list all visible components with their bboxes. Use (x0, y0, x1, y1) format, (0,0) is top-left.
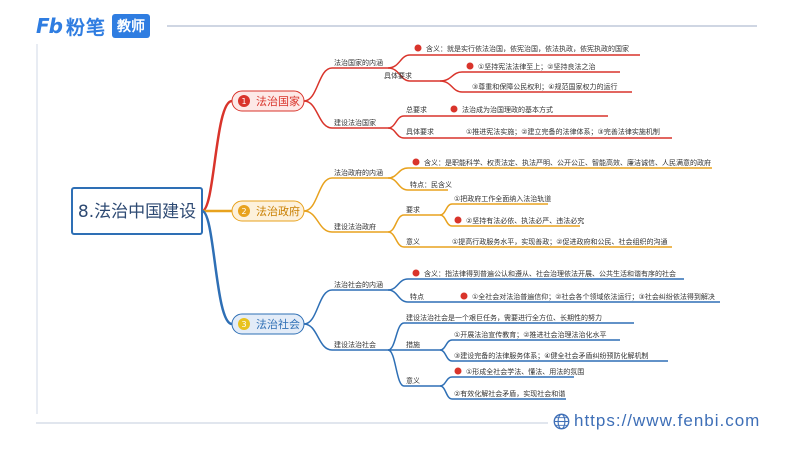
soc-meaning-text: 含义：指法律得到普遍公认和遵从、社会治理依法开展、公共生活和谐有序的社会 (424, 269, 676, 278)
state-specific-text: ①推进宪法实施；②建立完备的法律体系；③完善法律实施机制 (466, 127, 660, 136)
root-node-label: 8.法治中国建设 (78, 202, 196, 222)
gov-req-item-1: ①把政府工作全面纳入法治轨道 (454, 194, 551, 203)
red-dot-icon (460, 292, 468, 300)
branch-law-gov-num: 2 (241, 207, 246, 216)
branch-law-state-num: 1 (241, 97, 246, 106)
soc-sig-item-2: ②有效化解社会矛盾，实现社会和谐 (454, 389, 565, 398)
footer-rule (36, 422, 548, 424)
branch-law-state-label: 法治国家 (256, 94, 300, 108)
branch-law-society-num: 3 (241, 320, 246, 329)
soc-measure-item-1: ①开展法治宣传教育；②推进社会治理法治化水平 (454, 330, 607, 339)
red-dot-icon (412, 158, 420, 166)
connector-root-law-society (201, 209, 233, 326)
frame-left-rule (36, 44, 38, 414)
soc-sig-item-1: ①形成全社会学法、懂法、用法的氛围 (466, 367, 584, 376)
gov-feature-label: 特点：民含义 (410, 180, 452, 189)
red-dot-icon (466, 62, 474, 70)
gov-build-label: 建设法治政府 (334, 222, 376, 231)
logo-brand: 粉笔 (65, 16, 106, 39)
branch-law-gov-label: 法治政府 (256, 204, 300, 218)
state-build-label: 建设法治国家 (334, 118, 376, 127)
soc-meaning-label: 法治社会的内涵 (334, 280, 383, 289)
link-state-build (303, 100, 333, 129)
red-dot-icon (412, 269, 420, 277)
link-state-meaning (303, 67, 333, 102)
fenbi-logo: Fb 粉笔 教师 (36, 13, 150, 39)
header-rule (167, 25, 757, 27)
gov-meaning-label: 法治政府的内涵 (334, 168, 383, 177)
logo-mark: Fb (36, 14, 63, 38)
soc-measure-label: 措施 (406, 340, 420, 349)
soc-feature-text: ①全社会对法治普遍信仰；②社会各个领域依法运行；③社会纠纷依法得到解决 (472, 292, 715, 301)
logo-badge: 教师 (112, 14, 150, 38)
state-meaning-label: 法治国家的内涵 (334, 58, 383, 67)
state-specific-label: 具体要求 (406, 127, 434, 136)
gov-req-item-2: ②坚持有法必依、执法必严、违法必究 (466, 216, 584, 225)
soc-feature-label: 特点 (410, 292, 424, 301)
gov-req-label: 要求 (406, 205, 420, 214)
connector-root-law-state (201, 99, 233, 213)
branch-law-gov-num-dot (238, 205, 250, 217)
soc-build-label: 建设法治社会 (334, 340, 376, 349)
footer-url[interactable]: https://www.fenbi.com (574, 411, 761, 430)
gov-meaning-text: 含义：是职能科学、权责法定、执法严明、公开公正、智能高效、廉洁诚信、人民满意的政… (424, 158, 711, 167)
red-dot-icon (414, 44, 422, 52)
soc-sig-label: 意义 (406, 376, 420, 385)
gov-sig-label: 意义 (406, 237, 420, 246)
red-dot-icon (454, 216, 462, 224)
branch-law-society-label: 法治社会 (256, 317, 300, 331)
gov-sig-text: ①提高行政服务水平，实现善政；②促进政府和公民、社会组织的沟通 (452, 237, 668, 246)
state-req-item-1: ①坚持宪法法律至上；②坚持良法之治 (478, 62, 596, 71)
state-general-text: 法治成为治国理政的基本方式 (462, 105, 553, 114)
state-general-label: 总要求 (406, 105, 427, 114)
soc-build-text: 建设法治社会是一个艰巨任务，需要进行全方位、长期性的努力 (406, 313, 602, 322)
globe-icon (553, 413, 570, 430)
branch-law-state-num-dot (238, 95, 250, 107)
state-req-label: 具体要求 (384, 71, 412, 80)
branch-law-society-num-dot (238, 318, 250, 330)
soc-measure-item-2: ③建设完备的法律服务体系；④健全社会矛盾纠纷预防化解机制 (454, 351, 649, 360)
red-dot-icon (450, 105, 458, 113)
state-meaning-text: 含义：就是实行依法治国，依宪治国，依法执政，依宪执政的国家 (426, 44, 629, 53)
red-dot-icon (454, 367, 462, 375)
state-req-item-2: ③尊重和保障公民权利；④规范国家权力的运行 (472, 82, 618, 91)
